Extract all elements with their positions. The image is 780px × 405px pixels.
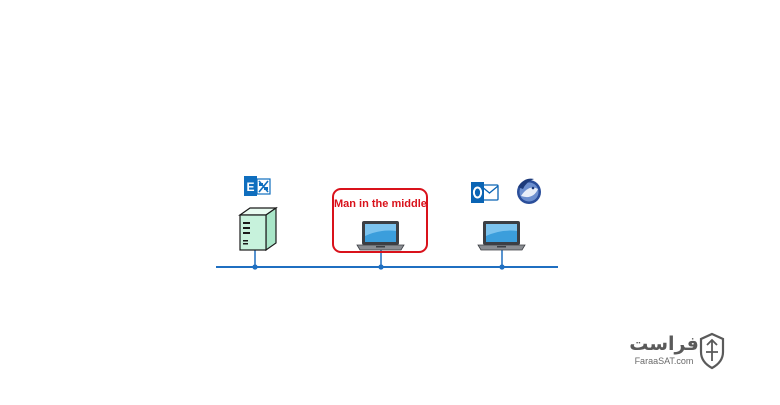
shield-logo-icon <box>699 332 725 370</box>
mitm-label: Man in the middle <box>334 198 427 210</box>
brand-logo: فراست FaraaSAT.com <box>628 332 700 367</box>
exchange-icon: E <box>244 176 271 196</box>
brand-name: فراست <box>629 333 699 355</box>
mitm-highlight-box <box>332 188 428 253</box>
attacker-laptop-icon <box>356 221 405 251</box>
outlook-icon <box>471 182 499 203</box>
thunderbird-icon <box>517 178 541 204</box>
svg-text:E: E <box>246 180 254 194</box>
client-laptop-icon <box>477 221 526 251</box>
server-icon <box>238 206 278 252</box>
brand-site: FaraaSAT.com <box>634 356 694 366</box>
